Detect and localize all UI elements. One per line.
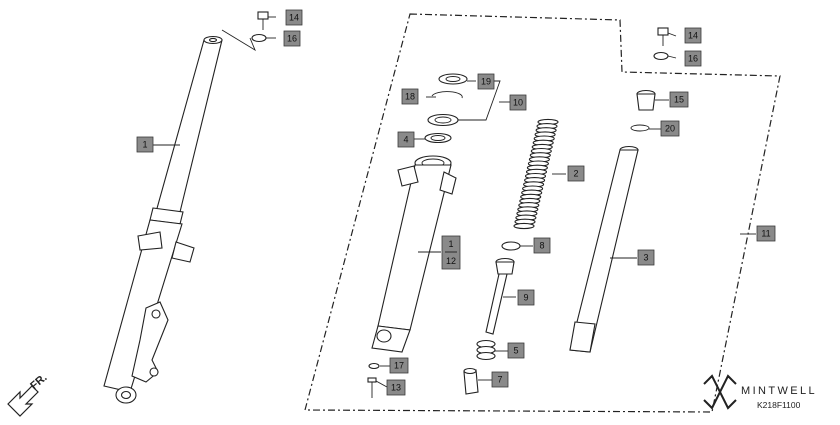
top-bolt-leader	[221, 29, 256, 52]
oring-20	[630, 124, 650, 132]
svg-text:8: 8	[539, 241, 544, 251]
callout-16-right: 16	[684, 50, 702, 67]
mount-hole-top	[151, 309, 161, 319]
oil-seal-ring-inner	[434, 116, 452, 124]
bolt-14-head-right	[657, 27, 669, 36]
svg-text:12: 12	[446, 256, 456, 266]
right-top-bolt	[653, 27, 669, 61]
damper-rod	[485, 257, 515, 335]
callout-4: 4	[397, 131, 415, 148]
washer-17	[368, 362, 380, 370]
dust-seal-19	[438, 73, 468, 85]
washer-16-right	[653, 51, 669, 61]
stopper-clip-18	[431, 91, 463, 99]
svg-text:2: 2	[573, 169, 578, 179]
callout-3: 3	[637, 249, 655, 266]
svg-text:15: 15	[674, 95, 684, 105]
slider-lug-left	[397, 165, 419, 187]
svg-text:16: 16	[287, 34, 297, 44]
leader-16-right	[667, 55, 677, 59]
seal-4	[424, 132, 452, 144]
ring-8	[501, 241, 521, 251]
svg-text:17: 17	[394, 361, 404, 371]
callout-10: 10	[509, 94, 527, 111]
svg-text:5: 5	[513, 346, 518, 356]
callout-9: 9	[517, 289, 535, 306]
brand-name: MINTWELL	[741, 385, 817, 397]
left-top-bolt	[251, 11, 269, 43]
spring-coil	[513, 222, 535, 230]
svg-text:9: 9	[523, 293, 528, 303]
leader-13	[375, 380, 388, 388]
callout-20: 20	[660, 120, 680, 137]
svg-text:7: 7	[497, 375, 502, 385]
fork-cap-body	[636, 93, 656, 111]
callout-8: 8	[533, 237, 551, 254]
dust-seal-19-inner	[445, 76, 461, 82]
slider-bracket-left	[137, 231, 163, 251]
svg-text:10: 10	[513, 98, 523, 108]
callout-14-right: 14	[684, 27, 702, 44]
svg-text:4: 4	[403, 135, 408, 145]
leader-14-right	[667, 32, 677, 37]
outer-slider-exploded	[371, 155, 457, 353]
seal-4-inner	[430, 135, 446, 141]
front-direction-indicator: FR.	[7, 372, 50, 417]
callout-14-left: 14	[285, 9, 303, 26]
svg-text:18: 18	[405, 92, 415, 102]
slider-bracket-right	[171, 241, 195, 263]
callout-16-left: 16	[283, 30, 301, 47]
callout-7: 7	[491, 371, 509, 388]
diagram-code: K218F1100	[757, 400, 801, 410]
callout-13: 13	[386, 379, 406, 396]
brand-block: MINTWELL K218F1100	[703, 374, 817, 410]
svg-text:14: 14	[289, 13, 299, 23]
rod-shaft	[485, 273, 508, 335]
callout-11: 11	[756, 225, 776, 242]
svg-text:13: 13	[391, 383, 401, 393]
svg-text:20: 20	[665, 124, 675, 134]
rod-head	[495, 261, 515, 275]
callout-1: 1	[136, 136, 154, 153]
callout-5: 5	[507, 342, 525, 359]
fork-pipe	[569, 145, 639, 353]
svg-text:19: 19	[481, 77, 491, 87]
callout-2: 2	[567, 165, 585, 182]
washer-16-left	[251, 33, 267, 43]
bolt-14-head-left	[257, 11, 269, 20]
svg-text:11: 11	[761, 229, 770, 239]
mintwell-logo-icon	[703, 374, 737, 410]
rebound-coil-3	[476, 351, 496, 361]
assembly-outline	[304, 13, 781, 413]
callout-18: 18	[401, 88, 419, 105]
callout-19: 19	[477, 73, 495, 90]
bolt-13-head	[367, 377, 377, 383]
svg-text:1: 1	[142, 140, 147, 150]
fork-spring	[513, 118, 559, 230]
oil-lock-piece-top	[463, 367, 477, 375]
callout-17: 17	[389, 357, 409, 374]
svg-text:14: 14	[688, 31, 698, 41]
front-arrow-icon	[7, 385, 39, 417]
fork-pipe-bushing	[569, 321, 596, 353]
slider-lug-right	[439, 171, 457, 195]
leader-10-bracket	[458, 80, 501, 121]
svg-text:1: 1	[448, 239, 453, 249]
inner-tube	[155, 39, 223, 213]
rebound-spring	[476, 339, 496, 361]
fork-cap	[636, 89, 656, 111]
callout-15: 15	[669, 91, 689, 108]
callout-1-12: 1 12	[441, 235, 461, 270]
mount-hole-bottom	[149, 367, 159, 377]
svg-text:3: 3	[643, 253, 648, 263]
svg-text:16: 16	[688, 54, 698, 64]
inner-tube-cap	[208, 37, 218, 43]
slider-axle-boss	[376, 329, 392, 343]
oil-seal-ring	[427, 113, 459, 127]
fork-leg-assembly	[103, 35, 223, 404]
axle-hole	[120, 390, 132, 400]
